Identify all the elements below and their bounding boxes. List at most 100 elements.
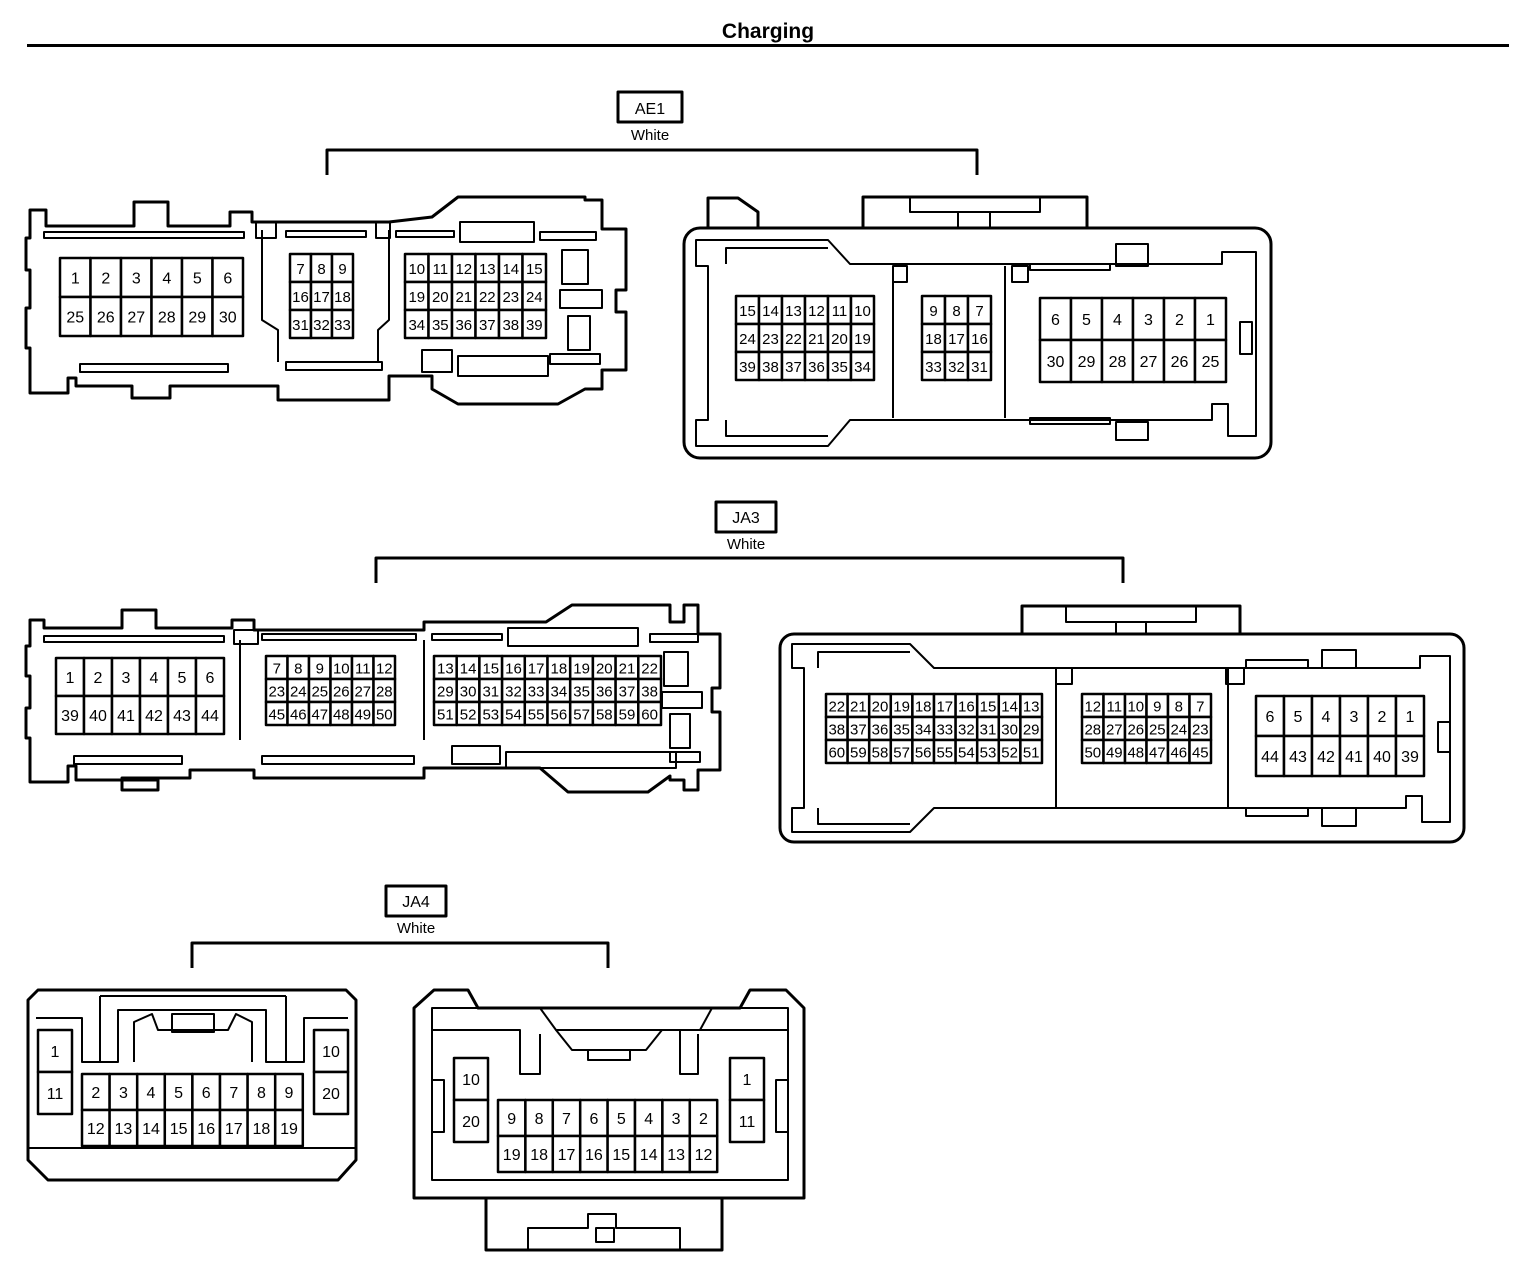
connector-ja4-female-pin-cell bbox=[728, 1098, 766, 1144]
connector-ja4-female-pin-cell bbox=[496, 1098, 527, 1138]
connector-ja3-female-pin-cell bbox=[1310, 694, 1342, 738]
connector-ja3-male-pin-label: 15 bbox=[482, 661, 499, 678]
connector-ja3-female-pin-cell bbox=[1394, 694, 1426, 738]
connector-ae1-female-pin-cell bbox=[849, 350, 876, 382]
connector-ja3-male-pin-label: 23 bbox=[268, 684, 285, 701]
connector-ja4-female-pin-label: 2 bbox=[699, 1111, 708, 1128]
connector-ja3-male-pin-label: 42 bbox=[145, 708, 163, 725]
connector-ja3-female-pin-label: 23 bbox=[1192, 722, 1209, 739]
connector-ae1-female-pin-label: 20 bbox=[831, 331, 848, 348]
connector-ae1-female-pin-label: 21 bbox=[808, 331, 825, 348]
connector-ja3-male-pin-label: 60 bbox=[641, 707, 658, 724]
connector-ae1-male-pin-label: 24 bbox=[526, 289, 543, 306]
connector-ae1-male-pin-label: 1 bbox=[71, 271, 80, 288]
connector-ja3-male-pin-label: 34 bbox=[551, 684, 568, 701]
connector-ja4-male-pin-cell bbox=[36, 1070, 74, 1116]
connector-ja3-male-pin-label: 9 bbox=[316, 661, 324, 678]
connector-ja3-male-pin-label: 29 bbox=[437, 684, 454, 701]
connector-ja4-female-pin-label: 10 bbox=[462, 1072, 480, 1089]
connector-ja3-male-pin-label: 51 bbox=[437, 707, 454, 724]
connector-ja3-female-housing bbox=[778, 604, 1466, 844]
connector-ja3-female-pin-cell bbox=[1254, 734, 1286, 778]
connector-ja4-male-pin-label: 12 bbox=[87, 1121, 105, 1138]
connector-ja4-female-pin-label: 8 bbox=[535, 1111, 544, 1128]
connector-ae1-female-pin-label: 1 bbox=[1206, 312, 1215, 329]
connector-ja3-female-pin-label: 9 bbox=[1153, 699, 1161, 716]
connector-ae1-male-pin-label: 38 bbox=[502, 317, 519, 334]
connector-ae1-male-pin-label: 3 bbox=[132, 271, 141, 288]
connector-ae1-male-pin-label: 4 bbox=[162, 271, 171, 288]
connector-ja3-female-pin-label: 20 bbox=[872, 699, 889, 716]
connector-ja3-female-pin-label: 59 bbox=[850, 745, 867, 762]
connector-ae1-male-pin-label: 5 bbox=[193, 271, 202, 288]
connector-ae1-female-pin-label: 30 bbox=[1047, 354, 1065, 371]
connector-ja3-female-pin-label: 57 bbox=[893, 745, 910, 762]
connector-ae1-male-pin-cell bbox=[330, 308, 355, 340]
connector-ja3-male-pin-label: 33 bbox=[528, 684, 545, 701]
connector-ja4-id-box bbox=[384, 884, 448, 918]
connector-ja3-female-pin-label: 28 bbox=[1084, 722, 1101, 739]
connector-ja4-male-pin-label: 6 bbox=[202, 1085, 211, 1102]
connector-ja3-male-pin-label: 58 bbox=[596, 707, 613, 724]
connector-ja4-female-pin-label: 20 bbox=[462, 1114, 480, 1131]
connector-ae1-female-pin-label: 14 bbox=[762, 303, 779, 320]
connector-ja3-female-pin-label: 16 bbox=[958, 699, 975, 716]
connector-ae1-female-pin-label: 37 bbox=[785, 359, 802, 376]
connector-ae1-female-pin-label: 38 bbox=[762, 359, 779, 376]
connector-ja4-label-group bbox=[190, 884, 610, 968]
connector-ja3-id: JA3 bbox=[732, 510, 760, 527]
connector-ja3-male-pin-label: 43 bbox=[173, 708, 191, 725]
connector-ae1-female-pin-label: 22 bbox=[785, 331, 802, 348]
connector-ae1-male-pin-label: 20 bbox=[432, 289, 449, 306]
connector-ja3-female-pin-label: 27 bbox=[1106, 722, 1123, 739]
connector-ja3-male-pin-label: 17 bbox=[528, 661, 545, 678]
connector-ja3-male-pin-label: 47 bbox=[311, 707, 328, 724]
connector-ja3-female-pin-label: 7 bbox=[1196, 699, 1204, 716]
connector-ja3-male-pin-label: 55 bbox=[528, 707, 545, 724]
connector-ae1-female-pin-label: 24 bbox=[739, 331, 756, 348]
connector-ae1-female-pin-label: 36 bbox=[808, 359, 825, 376]
connector-ja3-female-pin-label: 10 bbox=[1127, 699, 1144, 716]
connector-ja3-color: White bbox=[727, 536, 765, 553]
connector-ja3-male-pin-label: 37 bbox=[619, 684, 636, 701]
connector-ja3-female-pin-label: 52 bbox=[1001, 745, 1018, 762]
connector-ja3-female-pin-label: 30 bbox=[1001, 722, 1018, 739]
connector-ja3-female-pin-label: 34 bbox=[915, 722, 932, 739]
connector-ja4-male-pin-label: 18 bbox=[253, 1121, 271, 1138]
connector-ja3-female-pin-cell bbox=[1019, 738, 1044, 765]
connector-ae1-female-pin-label: 5 bbox=[1082, 312, 1091, 329]
connector-ae1-female-pin-label: 10 bbox=[854, 303, 871, 320]
connector-ae1-female-pin-label: 34 bbox=[854, 359, 871, 376]
connector-ja4-male-pin-label: 14 bbox=[142, 1121, 160, 1138]
connector-ja3-female-pin-label: 53 bbox=[980, 745, 997, 762]
connector-ja3-female-pin-label: 40 bbox=[1373, 749, 1391, 766]
connector-ja4-male-pin-label: 2 bbox=[91, 1085, 100, 1102]
connector-ja3-female-pin-label: 36 bbox=[872, 722, 889, 739]
connector-ja3-male-pin-label: 35 bbox=[573, 684, 590, 701]
connector-ae1-female-pin-label: 26 bbox=[1171, 354, 1189, 371]
connector-ja4-female-pin-label: 9 bbox=[507, 1111, 516, 1128]
connector-ja3-male-pin-label: 27 bbox=[354, 684, 371, 701]
title-rule bbox=[27, 44, 1509, 47]
connector-ja4-male-pin-cell bbox=[312, 1070, 350, 1116]
connector-ja3-female-pin-label: 55 bbox=[936, 745, 953, 762]
connector-ja4-bracket bbox=[190, 941, 610, 968]
connector-ja3-female-pin-label: 11 bbox=[1107, 699, 1123, 716]
connector-ja3-female-pin-label: 3 bbox=[1350, 709, 1359, 726]
connector-ja3-female-pin-label: 24 bbox=[1170, 722, 1187, 739]
connector-ja4-male-pin-cell bbox=[273, 1108, 305, 1148]
connector-ae1-male-pin-label: 17 bbox=[313, 289, 330, 306]
connector-ja3-female-pin-label: 5 bbox=[1294, 709, 1303, 726]
connector-ja3-male-pin-label: 36 bbox=[596, 684, 613, 701]
connector-ae1-male-pin-label: 23 bbox=[502, 289, 519, 306]
connector-ja3-male-pin-cell bbox=[372, 700, 397, 727]
connector-ja4-male-pin-label: 3 bbox=[119, 1085, 128, 1102]
connector-ja3-male-pin-label: 12 bbox=[376, 661, 393, 678]
connector-ja3-male-pin-label: 56 bbox=[551, 707, 568, 724]
connector-ja4-female-pin-label: 3 bbox=[672, 1111, 681, 1128]
connector-ae1-male-pin-label: 7 bbox=[296, 261, 304, 278]
connector-ae1-male-pin-label: 10 bbox=[408, 261, 425, 278]
connector-ja4-male-pin-label: 9 bbox=[285, 1085, 294, 1102]
connector-ja4-male-pin-label: 10 bbox=[322, 1044, 340, 1061]
connector-ja3-male-pin-label: 13 bbox=[437, 661, 454, 678]
